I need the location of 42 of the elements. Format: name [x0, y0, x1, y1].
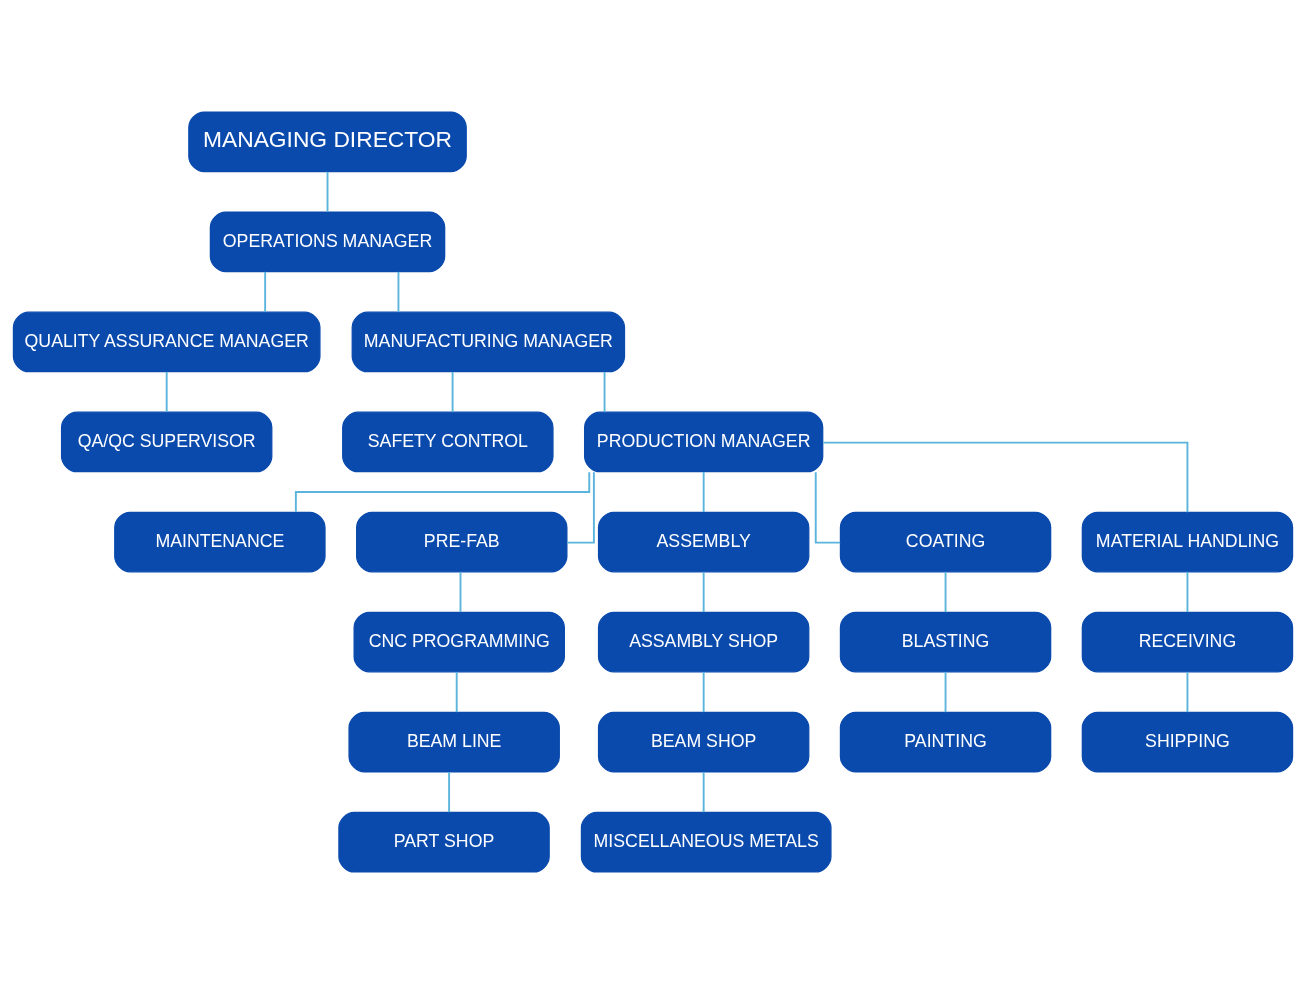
- node-box: MISCELLANEOUS METALS: [580, 811, 832, 873]
- node-box: OPERATIONS MANAGER: [209, 211, 446, 272]
- node-box: CNC PROGRAMMING: [353, 611, 565, 672]
- connector: [165, 370, 168, 413]
- node-box: COATING: [839, 511, 1052, 572]
- node-box: SAFETY CONTROL: [342, 411, 554, 472]
- node-box: PRE-FAB: [356, 511, 568, 572]
- node-box: ASSAMBLY SHOP: [597, 611, 810, 672]
- node-box: RECEIVING: [1081, 611, 1294, 672]
- node-box: BEAM SHOP: [597, 711, 810, 772]
- node-box: MANAGING DIRECTOR: [188, 110, 467, 172]
- node-box: MAINTENANCE: [114, 511, 326, 572]
- connector: [822, 441, 1189, 513]
- node-box: ASSEMBLY: [597, 511, 810, 572]
- node-box: QA/QC SUPERVISOR: [60, 411, 273, 472]
- connector: [448, 770, 451, 813]
- node-box: PRODUCTION MANAGER: [583, 411, 824, 472]
- node-box: MATERIAL HANDLING: [1081, 511, 1294, 572]
- connector: [702, 570, 705, 613]
- connector: [1186, 670, 1189, 713]
- node-box: SHIPPING: [1081, 711, 1294, 772]
- connector: [944, 670, 947, 713]
- connector: [459, 570, 462, 613]
- node-box: QUALITY ASSURANCE MANAGER: [12, 311, 321, 372]
- connector: [944, 570, 947, 613]
- connector: [451, 370, 454, 413]
- connector: [702, 670, 705, 713]
- connector: [702, 470, 705, 513]
- connector: [603, 370, 606, 413]
- node-box: PAINTING: [839, 711, 1052, 772]
- connector: [264, 270, 267, 313]
- node-box: MANUFACTURING MANAGER: [351, 311, 626, 372]
- connector: [566, 470, 595, 544]
- connector: [702, 770, 705, 813]
- connector: [397, 270, 400, 313]
- node-box: BLASTING: [839, 611, 1052, 672]
- node-box: PART SHOP: [338, 811, 550, 873]
- node-box: BEAM LINE: [348, 711, 560, 772]
- connector: [814, 470, 842, 544]
- connector: [326, 170, 329, 213]
- connector: [1186, 570, 1189, 613]
- connector: [455, 670, 458, 713]
